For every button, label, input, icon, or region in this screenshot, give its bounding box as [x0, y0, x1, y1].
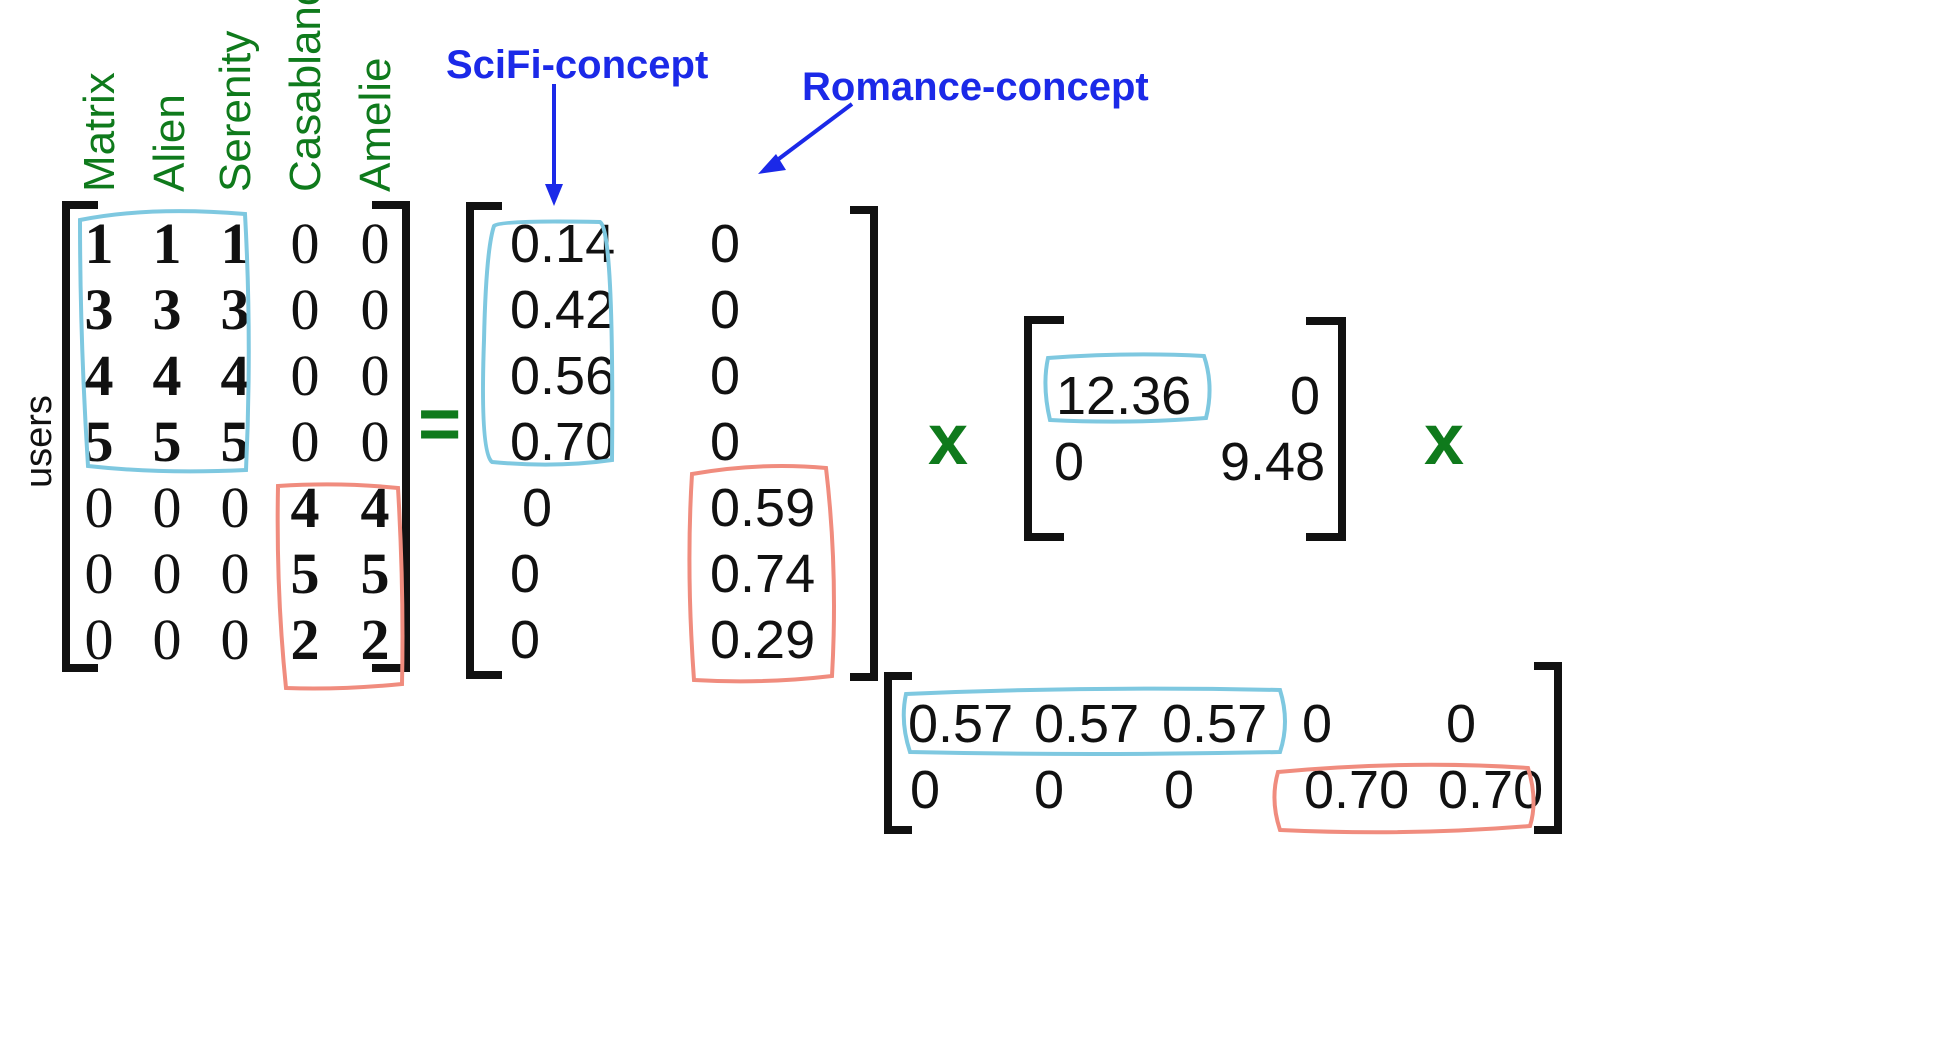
u-scifi-highlight — [481, 219, 615, 467]
vt-right-bracket — [1534, 662, 1562, 834]
rating-cell: 0 — [152, 475, 182, 540]
u-cell: 0.14 — [510, 214, 616, 274]
sigma-right-bracket — [1306, 317, 1346, 541]
u-cell: 0 — [510, 610, 541, 670]
rating-cell: 0 — [290, 277, 320, 342]
u-cell: 0 — [710, 214, 741, 274]
vt-cell: 0 — [1164, 760, 1195, 820]
sigma-cell: 0 — [1290, 366, 1321, 426]
rating-cell: 5 — [360, 541, 390, 606]
u-right-bracket — [850, 206, 878, 681]
vt-cell: 0 — [1034, 760, 1065, 820]
rating-cell: 1 — [152, 211, 182, 276]
sigma-left-bracket — [1024, 316, 1064, 541]
vt-cell: 0.57 — [1034, 694, 1140, 754]
u-cell: 0 — [710, 412, 741, 472]
ratings-scifi-highlight — [77, 209, 251, 474]
scifi-arrow-head — [545, 184, 563, 206]
vt-cell: 0 — [1446, 694, 1477, 754]
u-cell: 0 — [510, 544, 541, 604]
rating-cell: 0 — [220, 541, 250, 606]
romance-concept-label: Romance-concept — [802, 65, 1149, 109]
rating-cell: 4 — [220, 343, 250, 408]
sigma-cell: 0 — [1054, 432, 1085, 492]
rating-cell: 0 — [290, 343, 320, 408]
rating-cell: 0 — [84, 541, 114, 606]
rating-cell: 0 — [360, 409, 390, 474]
rating-cell: 1 — [84, 211, 114, 276]
u-cell: 0.56 — [510, 346, 616, 406]
rating-cell: 5 — [290, 541, 320, 606]
rating-cell: 3 — [84, 277, 114, 342]
rating-cell: 0 — [290, 409, 320, 474]
u-cell: 0.74 — [710, 544, 816, 604]
rating-cell: 0 — [220, 607, 250, 672]
rating-cell: 0 — [360, 277, 390, 342]
scifi-concept-label: SciFi-concept — [446, 43, 709, 87]
equals-sign: = — [418, 382, 462, 465]
rating-cell: 4 — [152, 343, 182, 408]
vt-scifi-highlight — [901, 686, 1287, 756]
rating-cell: 3 — [152, 277, 182, 342]
multiply-sign-2: x — [1424, 400, 1465, 480]
sigma-scifi-highlight — [1043, 352, 1212, 424]
vt-cell: 0 — [910, 760, 941, 820]
sigma-cell: 9.48 — [1220, 432, 1326, 492]
rating-cell: 0 — [84, 475, 114, 540]
rating-cell: 0 — [220, 475, 250, 540]
rating-cell: 4 — [84, 343, 114, 408]
u-romance-highlight — [687, 464, 836, 684]
vt-cell: 0.57 — [908, 694, 1014, 754]
rating-cell: 0 — [360, 211, 390, 276]
rating-cell: 2 — [360, 607, 390, 672]
rating-cell: 0 — [152, 541, 182, 606]
rating-cell: 2 — [290, 607, 320, 672]
rating-cell: 0 — [152, 607, 182, 672]
vt-romance-highlight — [1272, 762, 1536, 835]
vt-left-bracket — [884, 672, 912, 834]
ratings-right-bracket — [372, 201, 410, 672]
u-cell: 0.29 — [710, 610, 816, 670]
romance-arrow-line — [770, 102, 854, 166]
u-cell: 0 — [522, 478, 553, 538]
rating-cell: 0 — [84, 607, 114, 672]
ratings-left-bracket — [62, 201, 98, 672]
u-cell: 0.59 — [710, 478, 816, 538]
u-cell: 0.42 — [510, 280, 616, 340]
romance-arrow-head — [758, 154, 786, 174]
rating-cell: 0 — [290, 211, 320, 276]
vt-cell: 0 — [1302, 694, 1333, 754]
rating-cell: 5 — [152, 409, 182, 474]
u-cell: 0 — [710, 280, 741, 340]
u-left-bracket — [466, 202, 502, 679]
u-cell: 0 — [710, 346, 741, 406]
vt-cell: 0.70 — [1438, 760, 1544, 820]
rating-cell: 0 — [360, 343, 390, 408]
vt-cell: 0.57 — [1162, 694, 1268, 754]
ratings-romance-highlight — [275, 482, 405, 691]
sigma-cell: 12.36 — [1056, 366, 1192, 426]
rating-cell: 3 — [220, 277, 250, 342]
multiply-sign-1: x — [928, 400, 969, 480]
